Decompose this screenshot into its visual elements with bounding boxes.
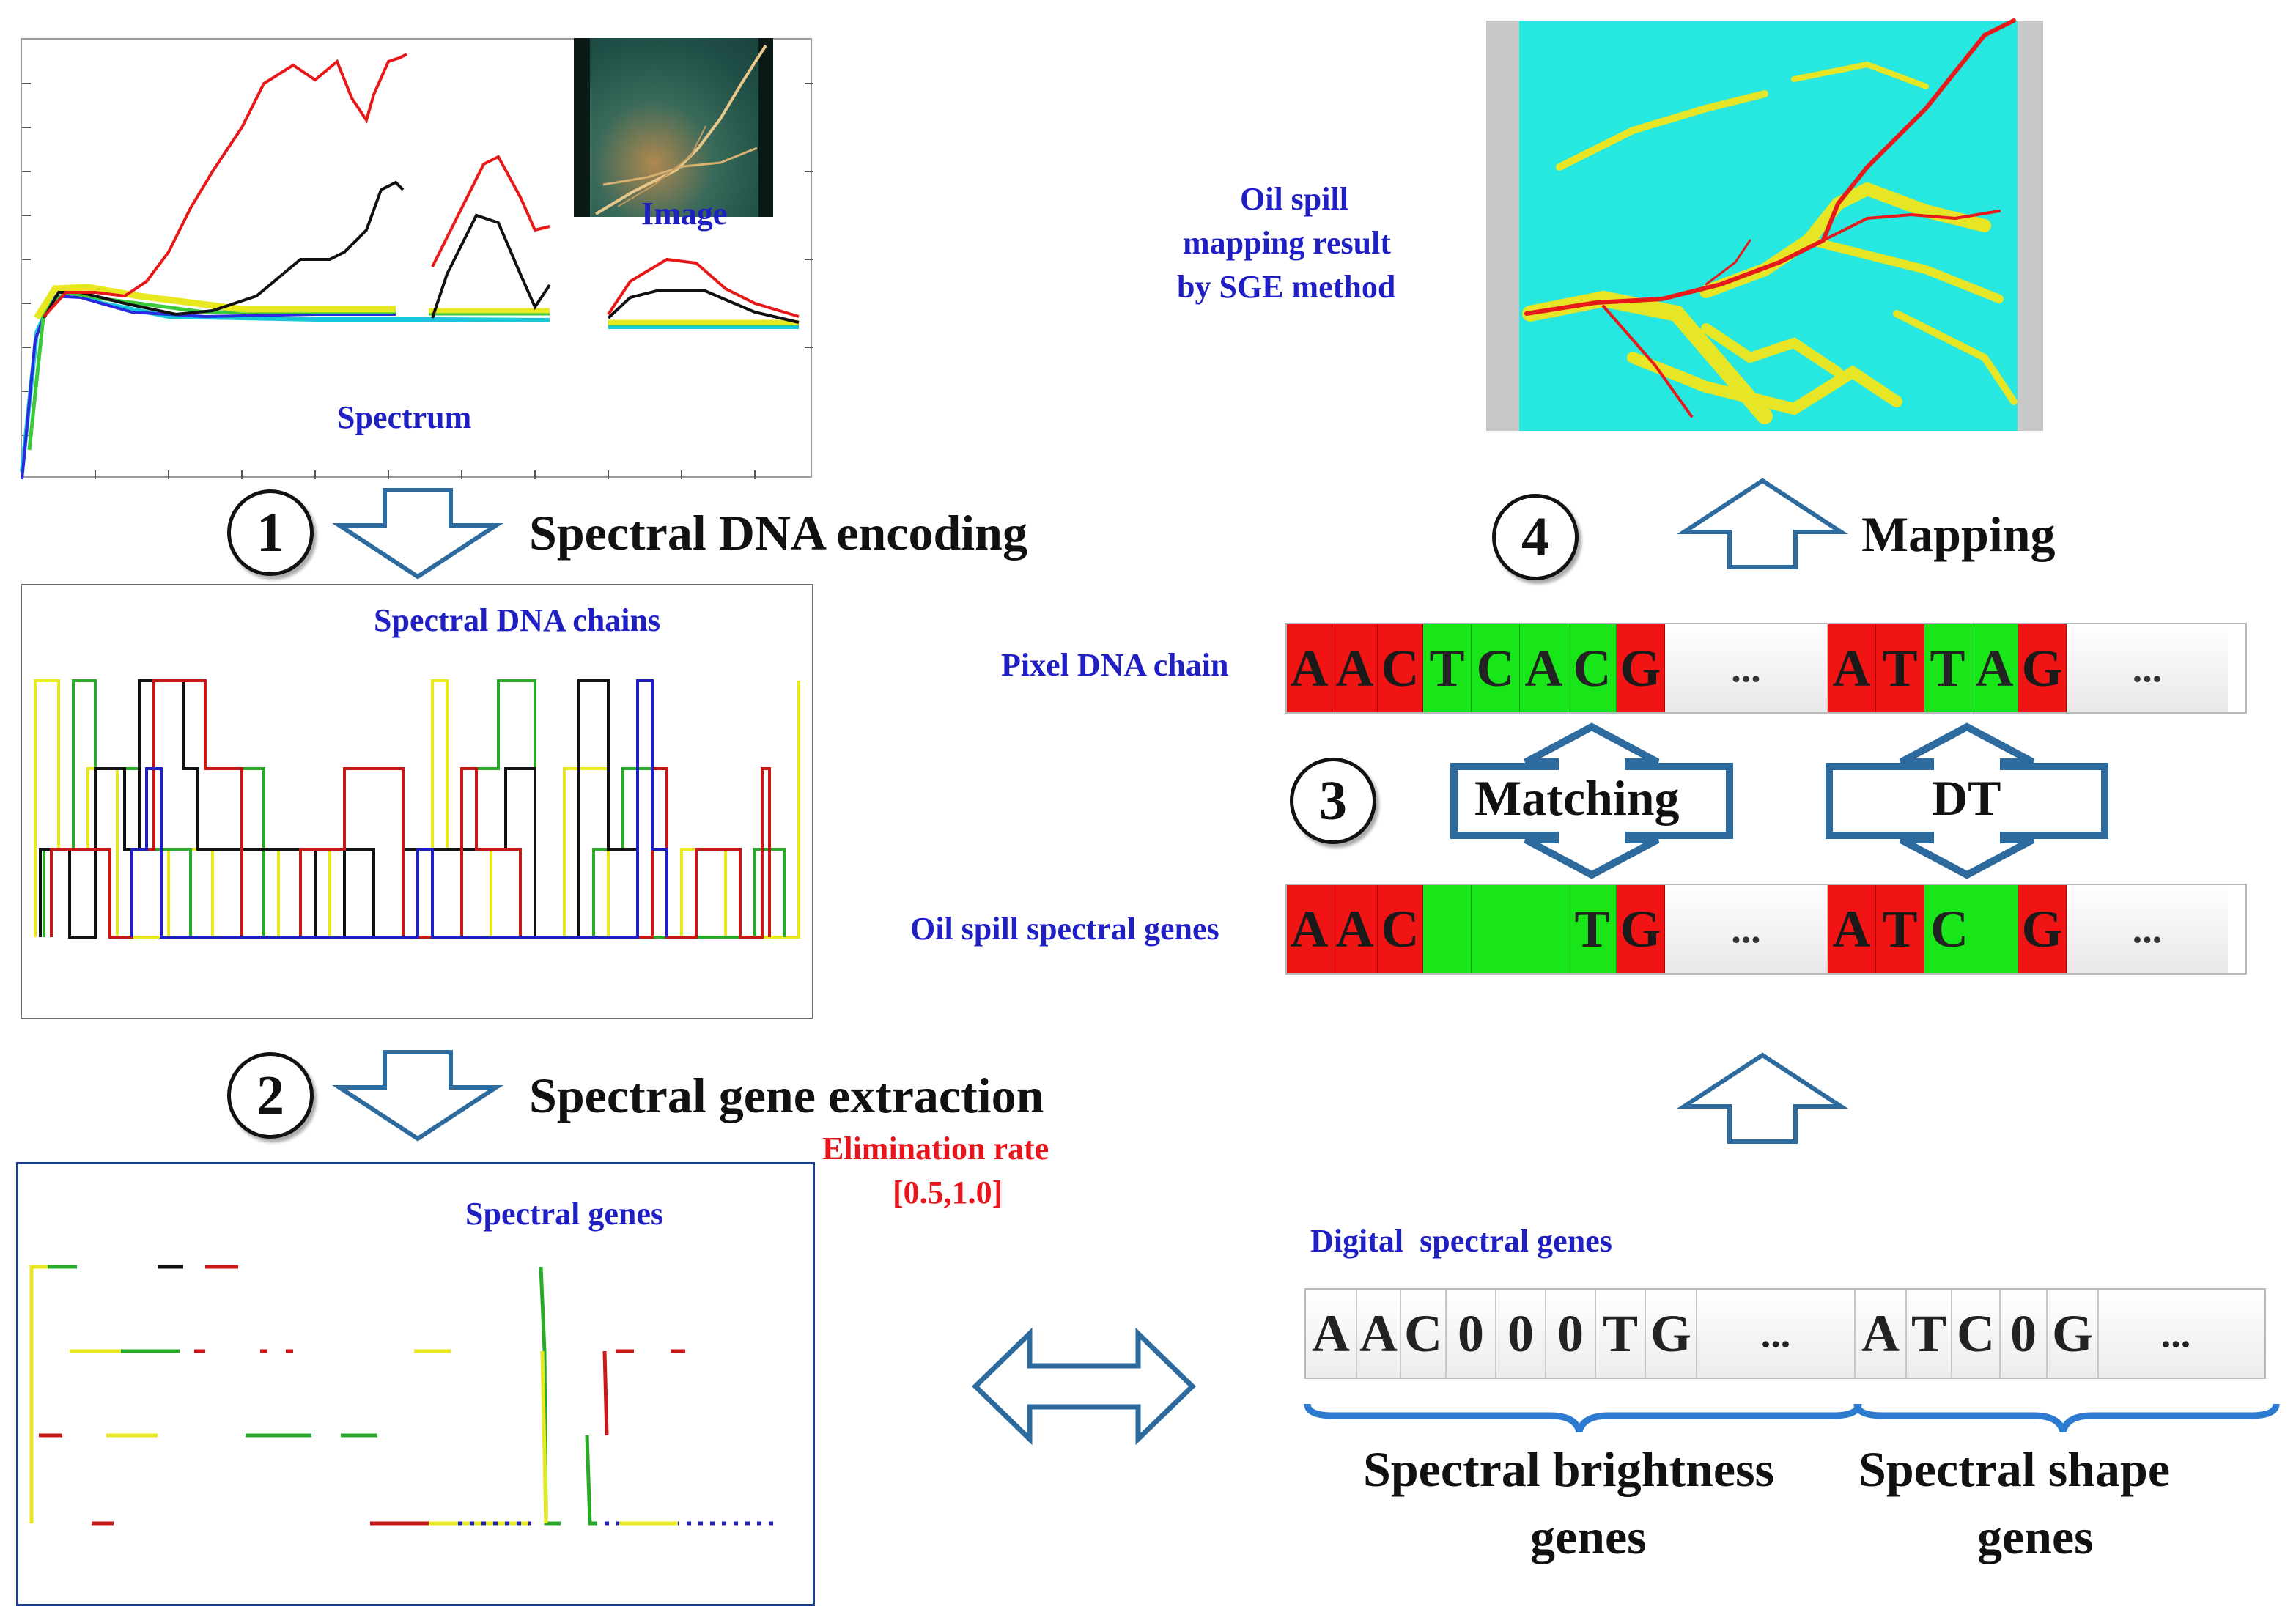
digital-cell: T — [1596, 1290, 1646, 1378]
image-label: Image — [641, 196, 728, 232]
digital-cell: C — [1401, 1290, 1447, 1378]
pixel-cell: C — [1378, 624, 1423, 712]
pixel-dna-chain: A A C T C A C G ... A T T A G ... — [1285, 623, 2247, 714]
oil-genes-label: Oil spill spectral genes — [910, 911, 1219, 947]
pixel-cell: A — [1971, 624, 2018, 712]
shape-genes-line2: genes — [1977, 1509, 2094, 1564]
gene-cell: C — [1378, 885, 1423, 973]
down-arrow-icon — [331, 1050, 504, 1142]
gene-cell — [1472, 885, 1568, 973]
elimination-rate-range: [0.5,1.0] — [893, 1175, 1003, 1210]
double-arrow-icon — [971, 1327, 1197, 1446]
digital-cell: ... — [2160, 1312, 2191, 1356]
result-label-line2: mapping result — [1183, 225, 1392, 261]
gene-cell — [1423, 885, 1472, 973]
digital-cell: 0 — [1496, 1290, 1546, 1378]
pixel-cell: C — [1568, 624, 1617, 712]
pixel-cell: A — [1828, 624, 1876, 712]
step-2-circle: 2 — [227, 1052, 314, 1139]
pixel-cell: ... — [1665, 624, 1828, 712]
digital-cell: 0 — [1546, 1290, 1596, 1378]
dt-label: DT — [1932, 770, 2001, 826]
matching-arrow-icon — [1450, 722, 1733, 879]
elimination-rate-label: Elimination rate — [822, 1131, 1049, 1167]
gene-cell: T — [1568, 885, 1617, 973]
spectrum-plot — [20, 53, 813, 480]
gene-cell: ... — [1665, 885, 1828, 973]
pixel-cell: G — [1617, 624, 1665, 712]
gene-cell: A — [1332, 885, 1378, 973]
dt-arrow-icon — [1826, 722, 2108, 879]
spectral-genes-title: Spectral genes — [465, 1196, 664, 1232]
brightness-brace — [1304, 1403, 1862, 1433]
step-4-circle: 4 — [1492, 494, 1579, 580]
up-arrow-icon — [1676, 1052, 1849, 1144]
pixel-cell: T — [1924, 624, 1971, 712]
digital-cell: 0 — [2001, 1290, 2048, 1378]
digital-spectral-genes-chain: A A C 0 0 0 T G ... A T C 0 G ... — [1304, 1288, 2266, 1379]
dna-chains-panel: Spectral DNA chains — [21, 584, 813, 1019]
oil-spill-photo — [574, 38, 773, 217]
spectrum-panel: Image Spectrum — [20, 38, 813, 480]
step-2-label: Spectral gene extraction — [529, 1068, 1044, 1123]
gene-cell: C — [1924, 885, 2018, 973]
pixel-chain-label: Pixel DNA chain — [1001, 647, 1229, 683]
pixel-cell: T — [1423, 624, 1472, 712]
up-arrow-icon — [1676, 478, 1849, 569]
pixel-cell: A — [1287, 624, 1332, 712]
digital-cell: ... — [1697, 1290, 1856, 1378]
pixel-cell: A — [1520, 624, 1568, 712]
down-arrow-icon — [331, 488, 504, 580]
pixel-cell: A — [1332, 624, 1378, 712]
gene-cell: G — [2018, 885, 2067, 973]
digital-genes-label: Digital spectral genes — [1310, 1223, 1612, 1259]
shape-genes-line1: Spectral shape — [1858, 1441, 2170, 1497]
gene-cell: A — [1287, 885, 1332, 973]
pixel-cell: T — [1876, 624, 1924, 712]
result-label-line1: Oil spill — [1240, 181, 1348, 217]
step-4-label: Mapping — [1861, 506, 2056, 562]
gene-cell: A — [1828, 885, 1876, 973]
brightness-genes-line1: Spectral brightness — [1363, 1441, 1774, 1497]
digital-cell: A — [1856, 1290, 1907, 1378]
spectral-genes-plot — [29, 1265, 780, 1526]
digital-cell: A — [1357, 1290, 1401, 1378]
pixel-cell: G — [2018, 624, 2067, 712]
brightness-genes-line2: genes — [1530, 1509, 1647, 1564]
gene-cell: G — [1617, 885, 1665, 973]
digital-cell: T — [1907, 1290, 1952, 1378]
step-1-label: Spectral DNA encoding — [529, 505, 1027, 561]
digital-cell: 0 — [1447, 1290, 1496, 1378]
digital-cell: A — [1306, 1290, 1357, 1378]
step-3-circle: 3 — [1290, 758, 1376, 844]
oil-spectral-genes-chain: A A C T G ... A T C G ... — [1285, 884, 2247, 975]
dna-chains-plot — [34, 679, 800, 939]
digital-cell: G — [2048, 1290, 2099, 1378]
pixel-cell: C — [1472, 624, 1520, 712]
dna-chains-title: Spectral DNA chains — [374, 602, 661, 638]
pixel-cell: ... — [2067, 624, 2228, 712]
step-1-circle: 1 — [227, 489, 314, 576]
shape-brace — [1853, 1403, 2280, 1433]
matching-label: Matching — [1474, 770, 1680, 826]
oil-spill-map — [1486, 18, 2043, 431]
result-label-line3: by SGE method — [1177, 269, 1396, 305]
gene-cell: T — [1876, 885, 1924, 973]
digital-cell: C — [1952, 1290, 2001, 1378]
digital-cell: G — [1646, 1290, 1697, 1378]
gene-cell: ... — [2067, 885, 2228, 973]
spectrum-label: Spectrum — [337, 399, 472, 435]
spectral-genes-panel: Spectral genes — [16, 1162, 815, 1606]
